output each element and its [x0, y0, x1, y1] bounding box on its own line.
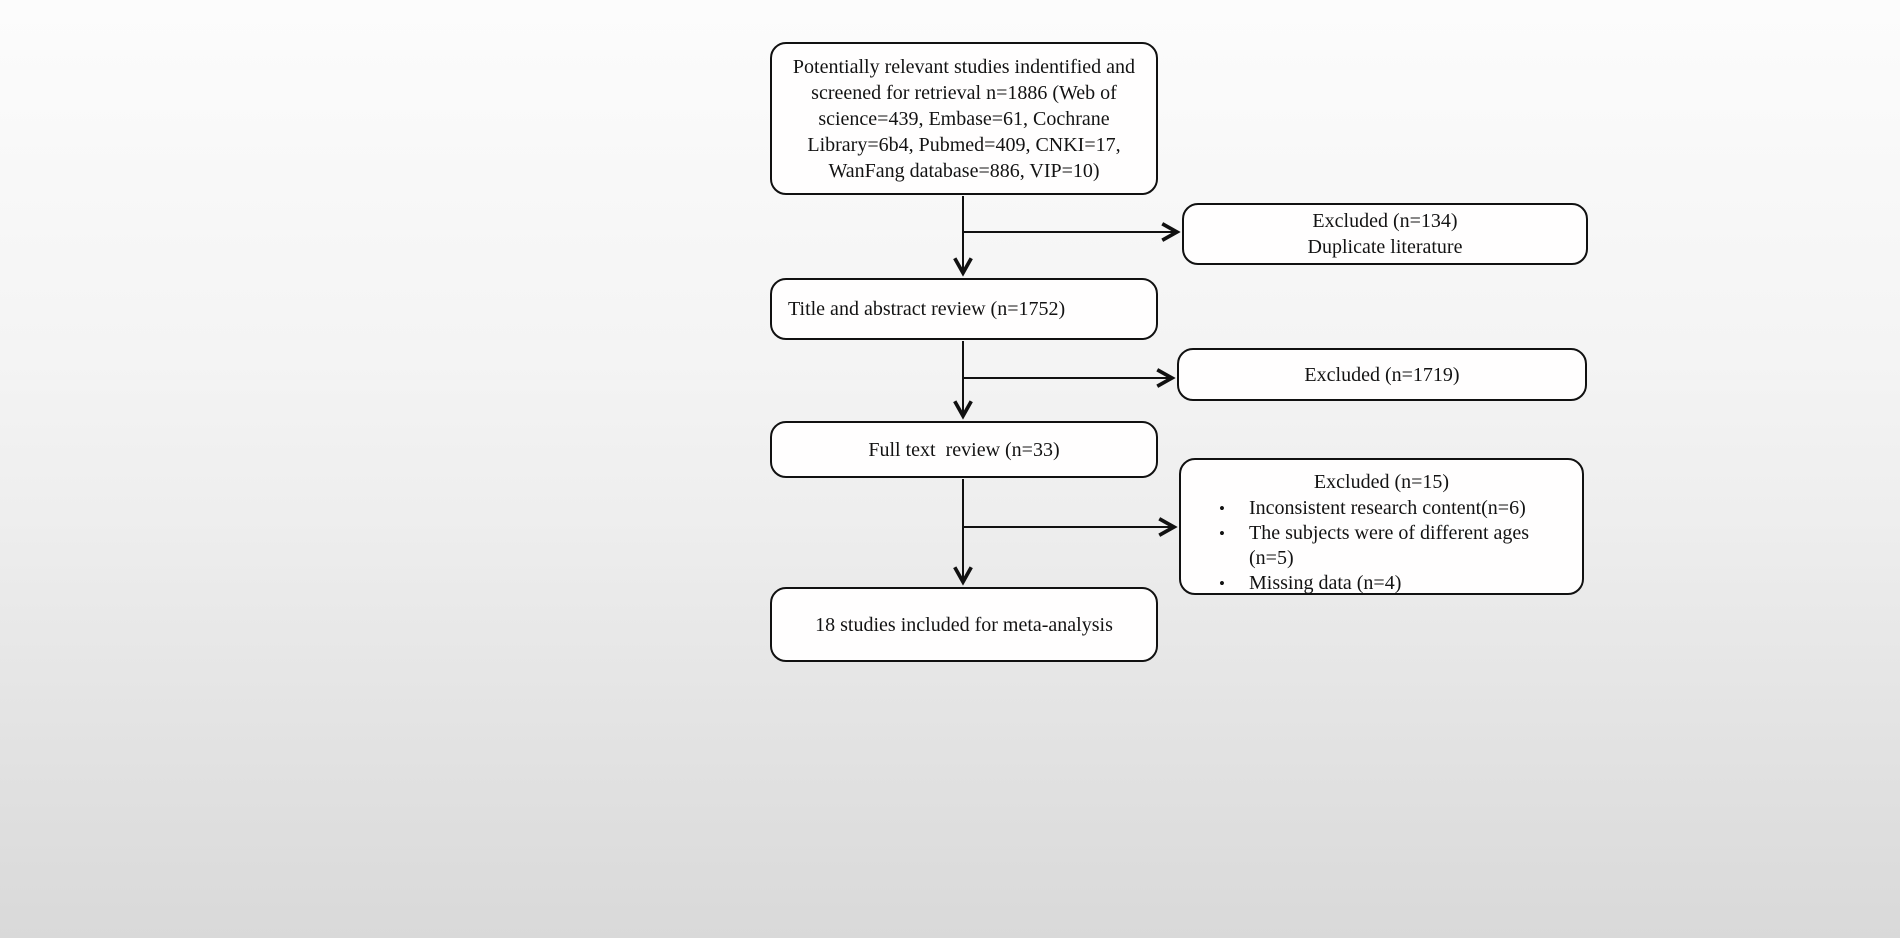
included-studies-text: 18 studies included for meta-analysis — [815, 613, 1113, 636]
excluded-reason-row: • Missing data (n=4) — [1193, 571, 1570, 596]
full-text-review-text: Full text review (n=33) — [868, 438, 1060, 461]
excluded-duplicates-reason: Duplicate literature — [1307, 236, 1463, 258]
excluded-reason-text: The subjects were of different ages (n=5… — [1249, 522, 1535, 569]
bullet-icon: • — [1219, 574, 1225, 593]
included-studies-box: 18 studies included for meta-analysis — [770, 587, 1158, 662]
title-abstract-review-text: Title and abstract review (n=1752) — [788, 298, 1066, 320]
full-text-review-box: Full text review (n=33) — [770, 421, 1158, 478]
excluded-reason-text: Inconsistent research content(n=6) — [1249, 497, 1526, 519]
bullet-icon: • — [1219, 524, 1225, 543]
identification-box: Potentially relevant studies indentified… — [770, 42, 1158, 195]
excluded-duplicates-count: Excluded (n=134) — [1312, 210, 1458, 232]
identification-text: Potentially relevant studies indentified… — [792, 55, 1141, 182]
excluded-full-text-box: Excluded (n=15) • Inconsistent research … — [1179, 458, 1584, 595]
title-abstract-review-box: Title and abstract review (n=1752) — [770, 278, 1158, 340]
excluded-full-text-heading: Excluded (n=15) — [1313, 471, 1450, 493]
excluded-reason-row: • Inconsistent research content(n=6) — [1193, 496, 1570, 521]
excluded-title-abstract-box: Excluded (n=1719) — [1177, 348, 1587, 401]
bullet-icon: • — [1219, 499, 1225, 518]
excluded-reason-text: Missing data (n=4) — [1249, 572, 1402, 594]
excluded-title-abstract-text: Excluded (n=1719) — [1304, 363, 1460, 386]
excluded-reason-row: • The subjects were of different ages (n… — [1193, 521, 1570, 571]
excluded-duplicates-box: Excluded (n=134) Duplicate literature — [1182, 203, 1588, 265]
